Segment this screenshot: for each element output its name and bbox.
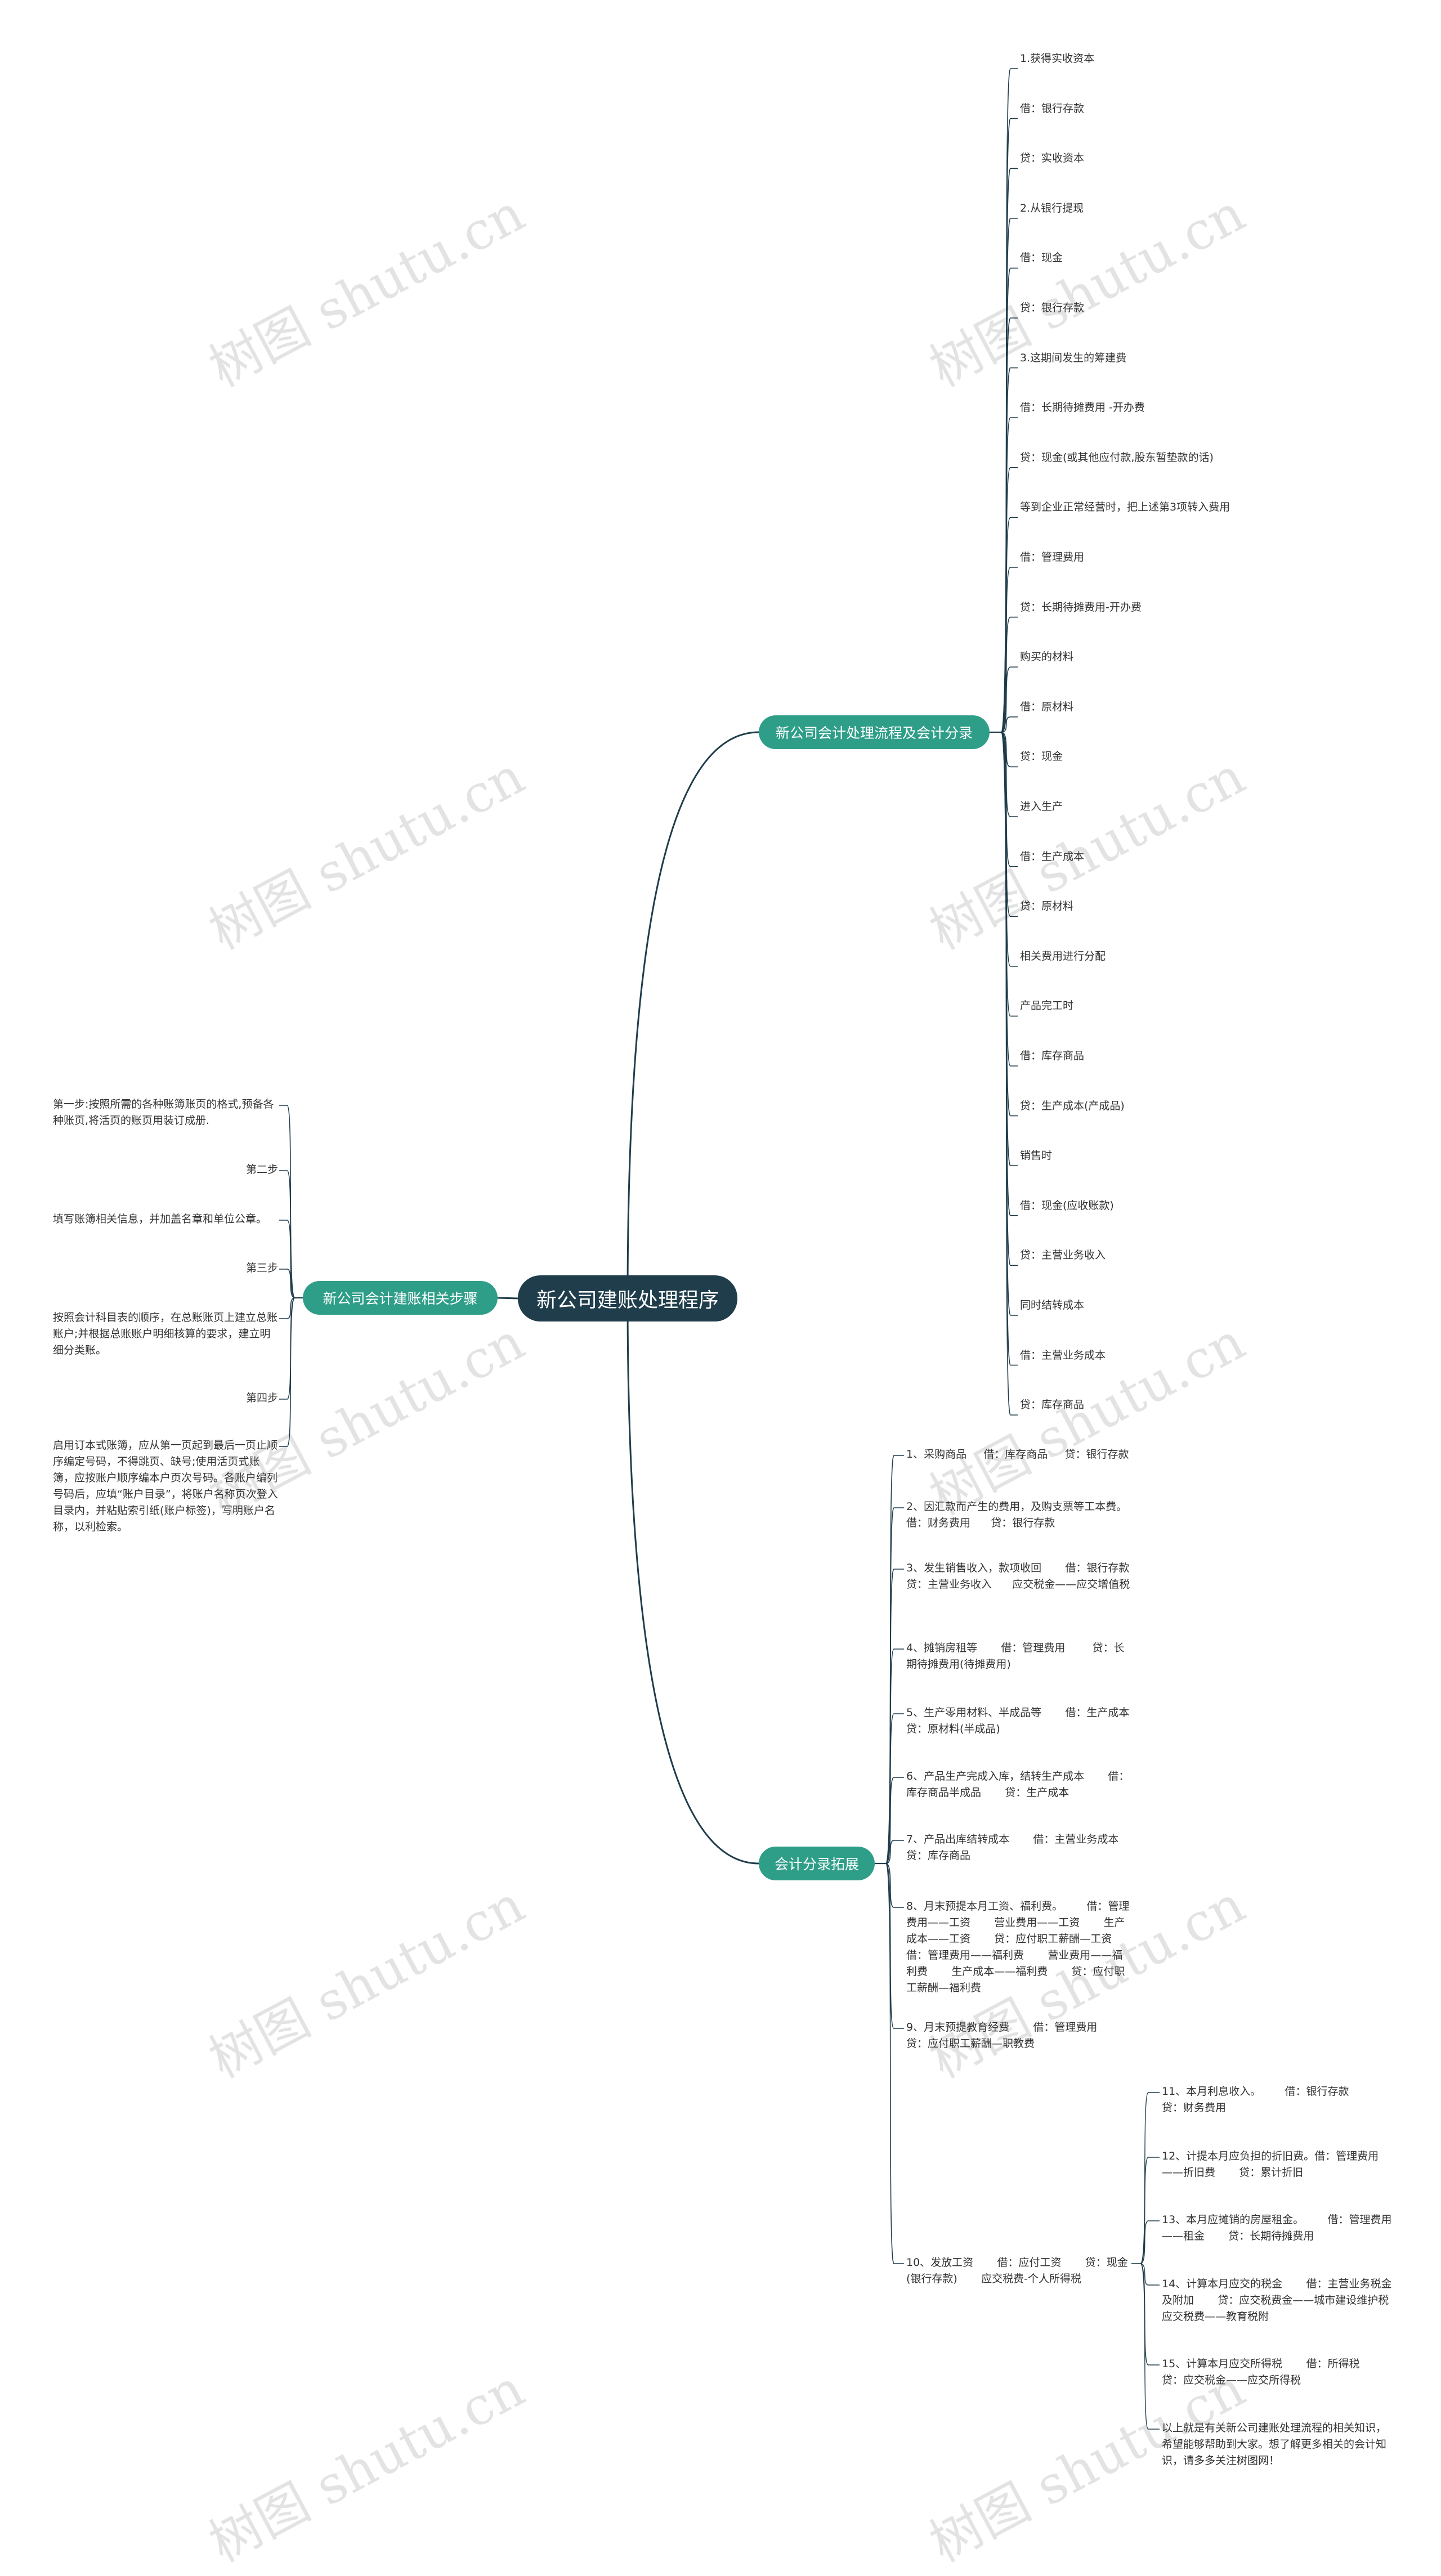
flow-entry[interactable]: 贷：生产成本(产成品) bbox=[1020, 1099, 1125, 1112]
connector-line bbox=[1001, 732, 1018, 1117]
connector-line bbox=[885, 1863, 904, 2029]
setup-step[interactable]: 第一步:按照所需的各种账簿账页的格式,预备各种账页,将活页的账页用装订成册. bbox=[53, 1098, 274, 1127]
flow-entry[interactable]: 贷：库存商品 bbox=[1020, 1399, 1085, 1412]
entry-sub-example[interactable]: 15、计算本月应交所得税 借：所得税 贷：应交税金——应交所得税 bbox=[1162, 2358, 1384, 2386]
flow-entry[interactable]: 借：管理费用 bbox=[1020, 551, 1085, 563]
entry-sub-example[interactable]: 11、本月利息收入。 借：银行存款 贷：财务费用 bbox=[1162, 2085, 1373, 2114]
branch-entries-extension[interactable]: 会计分录拓展 bbox=[759, 1847, 875, 1880]
connector-line bbox=[1140, 2263, 1160, 2430]
flow-entry[interactable]: 贷：现金 bbox=[1020, 750, 1063, 763]
connector-line bbox=[1001, 716, 1018, 733]
setup-step[interactable]: 填写账簿相关信息，并加盖名章和单位公章。 bbox=[53, 1213, 267, 1225]
connector-line bbox=[885, 1713, 904, 1864]
connector-line bbox=[1001, 467, 1018, 733]
connector-line bbox=[1001, 616, 1018, 733]
connector-line bbox=[885, 1840, 904, 1864]
flow-entry[interactable]: 借：现金 bbox=[1020, 252, 1063, 265]
entry-sub-example[interactable]: 13、本月应摊销的房屋租金。 借：管理费用——租金 贷：长期待摊费用 bbox=[1162, 2214, 1392, 2242]
branch-setup-steps[interactable]: 新公司会计建账相关步骤 bbox=[303, 1281, 498, 1315]
connector-line bbox=[626, 731, 759, 1299]
connector-line bbox=[626, 1298, 759, 1865]
entry-sub-example[interactable]: 12、计提本月应负担的折旧费。借：管理费用——折旧费 贷：累计折旧 bbox=[1162, 2150, 1379, 2179]
connector-line bbox=[1001, 168, 1018, 733]
flow-entry[interactable]: 贷：主营业务收入 bbox=[1020, 1249, 1106, 1262]
flow-entry[interactable]: 借：主营业务成本 bbox=[1020, 1349, 1106, 1361]
flow-entry[interactable]: 借：长期待摊费用 -开办费 bbox=[1020, 401, 1145, 414]
connector-line bbox=[1001, 732, 1018, 768]
flow-entry[interactable]: 等到企业正常经营时，把上述第3项转入费用 bbox=[1020, 501, 1230, 514]
flow-entry[interactable]: 3.这期间发生的筹建费 bbox=[1020, 351, 1127, 364]
connector-line bbox=[1001, 732, 1018, 1266]
connector-line bbox=[279, 1297, 296, 1400]
flow-entry[interactable]: 进入生产 bbox=[1020, 800, 1063, 813]
connector-line bbox=[1140, 2263, 1160, 2286]
connector-line bbox=[279, 1269, 296, 1298]
flow-entry[interactable]: 借：银行存款 bbox=[1020, 102, 1085, 115]
branch-accounting-flow[interactable]: 新公司会计处理流程及会计分录 bbox=[759, 715, 990, 749]
setup-step[interactable]: 第四步 bbox=[245, 1392, 278, 1404]
entry-example[interactable]: 2、因汇款而产生的费用，及购支票等工本费。 借：财务费用 贷：银行存款 bbox=[906, 1500, 1148, 1529]
connector-line bbox=[1001, 732, 1018, 1316]
setup-step[interactable]: 第三步 bbox=[245, 1262, 278, 1274]
connector-line bbox=[1140, 2092, 1160, 2264]
flow-entry[interactable]: 借：库存商品 bbox=[1020, 1050, 1085, 1062]
connector-line bbox=[885, 1777, 904, 1864]
flow-entry[interactable]: 相关费用进行分配 bbox=[1020, 949, 1106, 962]
flow-entry[interactable]: 贷：实收资本 bbox=[1020, 152, 1085, 165]
connector-line bbox=[1001, 732, 1018, 967]
flow-entry[interactable]: 借：现金(应收账款) bbox=[1020, 1199, 1114, 1212]
root-topic[interactable]: 新公司建账处理程序 bbox=[518, 1275, 737, 1321]
entry-example[interactable]: 5、生产零用材料、半成品等 借：生产成本 贷：原材料(半成品) bbox=[906, 1706, 1157, 1735]
entry-example[interactable]: 7、产品出库结转成本 借：主营业务成本 贷：库存商品 bbox=[906, 1833, 1143, 1862]
connector-line bbox=[885, 1863, 904, 1908]
connector-line bbox=[1001, 218, 1018, 733]
entry-example[interactable]: 4、摊销房租等 借：管理费用 贷：长期待摊费用(待摊费用) bbox=[906, 1642, 1125, 1670]
connector-line bbox=[885, 1455, 904, 1864]
flow-entry[interactable]: 贷：现金(或其他应付款,股东暂垫款的话) bbox=[1020, 451, 1214, 464]
connector-line bbox=[1001, 267, 1018, 733]
entry-example[interactable]: 10、发放工资 借：应付工资 贷：现金(银行存款) 应交税费-个人所得税 bbox=[906, 2256, 1128, 2285]
connector-line bbox=[1001, 367, 1018, 733]
connector-line bbox=[1001, 666, 1018, 733]
flow-entry[interactable]: 2.从银行提现 bbox=[1020, 201, 1084, 214]
connector-line bbox=[1001, 417, 1018, 733]
flow-entry[interactable]: 贷：长期待摊费用-开办费 bbox=[1020, 601, 1142, 613]
connector-line bbox=[1001, 732, 1018, 1166]
connector-line bbox=[1001, 732, 1018, 1366]
flow-entry[interactable]: 1.获得实收资本 bbox=[1020, 52, 1095, 65]
connector-line bbox=[1001, 732, 1018, 1415]
flow-entry[interactable]: 贷：原材料 bbox=[1020, 900, 1074, 913]
entry-sub-example[interactable]: 14、计算本月应交的税金 借：主营业务税金及附加 贷：应交税费金——城市建设维护… bbox=[1162, 2278, 1413, 2323]
setup-step[interactable]: 按照会计科目表的顺序，在总账账页上建立总账账户;并根据总账账户明细核算的要求，建… bbox=[53, 1311, 278, 1356]
entry-example[interactable]: 8、月末预提本月工资、福利费。 借：管理费用——工资 营业费用——工资 生产成本… bbox=[906, 1900, 1136, 1994]
connector-line bbox=[885, 1569, 904, 1864]
connector-line bbox=[279, 1170, 296, 1298]
connector-line bbox=[279, 1297, 296, 1319]
connector-line bbox=[279, 1220, 296, 1298]
connector-line bbox=[1001, 118, 1018, 733]
flow-entry[interactable]: 同时结转成本 bbox=[1020, 1299, 1085, 1311]
connector-line bbox=[279, 1297, 296, 1447]
connector-line bbox=[1001, 317, 1018, 733]
connector-line bbox=[885, 1863, 904, 2264]
entry-example[interactable]: 1、采购商品 借：库存商品 贷：银行存款 bbox=[906, 1448, 1129, 1461]
connector-line bbox=[1140, 2157, 1160, 2264]
flow-entry[interactable]: 销售时 bbox=[1020, 1149, 1053, 1162]
entry-example[interactable]: 3、发生销售收入，款项收回 借：银行存款 贷：主营业务收入 应交税金——应交增值… bbox=[906, 1562, 1150, 1591]
setup-step[interactable]: 第二步 bbox=[245, 1163, 278, 1176]
setup-step[interactable]: 启用订本式账簿，应从第一页起到最后一页止顺序编定号码，不得跳页、缺号;使用活页式… bbox=[53, 1439, 278, 1533]
connector-lines bbox=[279, 68, 1160, 2430]
connector-line bbox=[1001, 732, 1018, 1017]
connector-line bbox=[1140, 2220, 1160, 2264]
flow-entry[interactable]: 贷：银行存款 bbox=[1020, 302, 1085, 314]
connector-line bbox=[1001, 732, 1018, 1216]
flow-entry[interactable]: 产品完工时 bbox=[1020, 1000, 1074, 1013]
flow-entry[interactable]: 购买的材料 bbox=[1020, 651, 1074, 664]
flow-entry[interactable]: 借：生产成本 bbox=[1020, 850, 1085, 863]
entry-example[interactable]: 9、月末预提教育经费 借：管理费用 贷：应付职工薪酬—职教费 bbox=[906, 2021, 1121, 2050]
flow-entry[interactable]: 借：原材料 bbox=[1020, 700, 1074, 713]
connector-line bbox=[885, 1507, 904, 1864]
entry-example[interactable]: 6、产品生产完成入库，结转生产成本 借：库存商品半成品 贷：生产成本 bbox=[906, 1770, 1130, 1799]
entry-sub-example[interactable]: 以上就是有关新公司建账处理流程的相关知识，希望能够帮助到大家。想了解更多相关的会… bbox=[1162, 2422, 1387, 2467]
